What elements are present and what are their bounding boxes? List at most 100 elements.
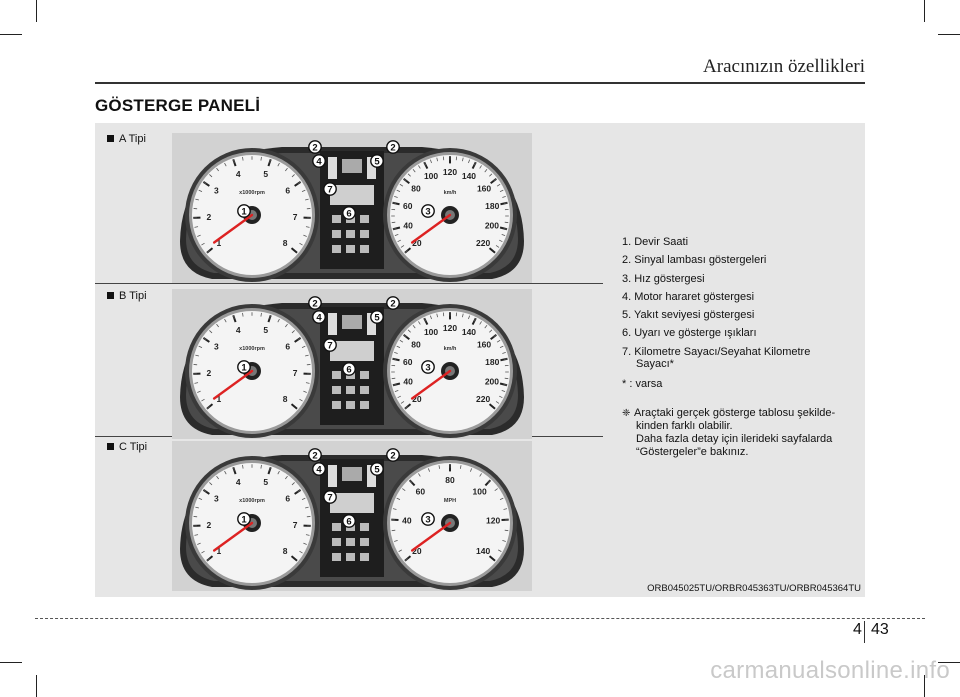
gauge-tick-label: 220 bbox=[476, 394, 490, 404]
callout-marker bbox=[386, 448, 400, 462]
gauge-tick-label: 5 bbox=[263, 477, 268, 487]
gauge-tick-label: 2 bbox=[206, 520, 211, 530]
gauge-minor-tick bbox=[203, 489, 207, 493]
gauge-minor-tick bbox=[429, 315, 432, 320]
gauge-minor-tick bbox=[400, 245, 405, 248]
gauge-minor-tick bbox=[499, 239, 503, 243]
gauge-minor-tick bbox=[269, 159, 272, 163]
gauge-tick-label: 40 bbox=[403, 220, 413, 230]
warning-lamp-icon bbox=[346, 245, 355, 253]
gauge-minor-tick bbox=[503, 358, 508, 360]
gauge-minor-tick bbox=[468, 315, 471, 320]
legend-item: 5. Yakıt seviyesi göstergesi bbox=[622, 309, 755, 322]
callout-number: 2 bbox=[390, 450, 395, 461]
gauge-major-tick bbox=[488, 403, 496, 410]
gauge-minor-tick bbox=[291, 330, 295, 334]
gauge-tick-label: 140 bbox=[476, 546, 490, 556]
callout-number: 7 bbox=[327, 184, 332, 195]
gauge-minor-tick bbox=[503, 383, 508, 386]
gauge-minor-tick bbox=[487, 479, 491, 484]
gauge-minor-tick bbox=[468, 159, 471, 164]
callout-marker bbox=[386, 140, 400, 154]
legend-footnote: * : varsa bbox=[622, 378, 663, 391]
gauge-tick-label: 200 bbox=[485, 376, 499, 386]
legend-item: 6. Uyarı ve gösterge ışıkları bbox=[622, 327, 757, 340]
gauge-minor-tick bbox=[429, 159, 432, 164]
gauge-tick-label: 6 bbox=[285, 494, 290, 504]
gauge-minor-tick bbox=[473, 161, 477, 166]
gauge-tick-label: 100 bbox=[424, 171, 438, 181]
gauge-minor-tick bbox=[436, 157, 438, 162]
gauge-minor-tick bbox=[494, 488, 498, 492]
callout-number: 3 bbox=[425, 362, 430, 373]
gauge-tick-label: 20 bbox=[412, 546, 422, 556]
warning-lamp-icon bbox=[332, 386, 341, 394]
callout-number: 3 bbox=[425, 206, 430, 217]
gauge-minor-tick bbox=[404, 558, 408, 562]
gauge-tick-label: 200 bbox=[485, 220, 499, 230]
variant-label-a: A Tipi bbox=[107, 133, 146, 145]
warning-lamp-icon bbox=[332, 538, 341, 546]
section-title: Aracınızın özellikleri bbox=[703, 56, 865, 77]
callout-number: 3 bbox=[425, 514, 430, 525]
gauge-minor-tick bbox=[394, 233, 399, 236]
legend-item: 1. Devir Saati bbox=[622, 236, 689, 248]
gauge-minor-tick bbox=[206, 406, 210, 410]
warning-lamp-icon bbox=[360, 538, 369, 546]
gauge-minor-tick bbox=[493, 334, 497, 338]
gauge-needle bbox=[212, 521, 254, 552]
gauge-tick-label: 2 bbox=[206, 368, 211, 378]
callout-number: 1 bbox=[241, 362, 247, 373]
gauge-minor-tick bbox=[198, 497, 203, 501]
gauge-minor-tick bbox=[232, 159, 235, 163]
gauge-major-tick bbox=[290, 247, 298, 254]
gauge-minor-tick bbox=[392, 508, 397, 510]
warning-lamp-icon bbox=[346, 386, 355, 394]
legend-item: 3. Hız göstergesi bbox=[622, 272, 705, 285]
gauge-minor-tick bbox=[495, 245, 500, 248]
gauge-tick-label: 8 bbox=[283, 546, 288, 556]
temperature-bar bbox=[328, 157, 337, 179]
callout-marker bbox=[370, 310, 384, 324]
watermark: carmanualsonline.info bbox=[710, 657, 950, 684]
gauge-tick-label: 120 bbox=[486, 515, 500, 525]
crop-mark bbox=[938, 662, 960, 663]
gauge-minor-tick bbox=[462, 157, 464, 162]
callout-marker bbox=[421, 360, 435, 374]
square-bullet-icon bbox=[107, 443, 114, 450]
gauge-minor-tick bbox=[409, 479, 413, 484]
callout-number: 6 bbox=[346, 208, 351, 219]
gauge-minor-tick bbox=[242, 464, 244, 469]
gauge-minor-tick bbox=[198, 345, 203, 349]
gauge-minor-tick bbox=[303, 234, 307, 237]
gauge-minor-tick bbox=[407, 173, 411, 177]
gauge-minor-tick bbox=[499, 189, 504, 193]
callout-marker bbox=[342, 514, 356, 528]
gauge-minor-tick bbox=[277, 162, 280, 167]
gauge-minor-tick bbox=[484, 169, 488, 173]
gauge-minor-tick bbox=[277, 318, 280, 323]
crop-mark bbox=[0, 34, 22, 35]
gauge-tick-label: 1 bbox=[217, 394, 222, 404]
gauge-minor-tick bbox=[291, 174, 295, 178]
gauge-minor-tick bbox=[396, 189, 401, 193]
gauge-tick-label: 160 bbox=[477, 183, 491, 193]
gauge-minor-tick bbox=[427, 468, 430, 472]
gauge-minor-tick bbox=[195, 354, 199, 357]
gauge-minor-tick bbox=[260, 156, 262, 161]
gauge-needle bbox=[212, 369, 254, 400]
odometer-lcd bbox=[330, 341, 374, 361]
gauge-minor-tick bbox=[197, 390, 201, 393]
gauge-minor-tick bbox=[277, 470, 280, 475]
gauge-tick-label: 2 bbox=[206, 212, 211, 222]
warning-lamp-icon bbox=[360, 245, 369, 253]
gauge-minor-tick bbox=[260, 312, 262, 317]
callout-marker bbox=[312, 310, 326, 324]
legend-list: 1. Devir Saati 2. Sinyal lambası gösterg… bbox=[622, 233, 867, 459]
gauge-unit-label: x1000rpm bbox=[239, 190, 265, 196]
gauge-minor-tick bbox=[407, 329, 411, 333]
crop-mark bbox=[36, 675, 37, 697]
callout-number: 6 bbox=[346, 364, 351, 375]
